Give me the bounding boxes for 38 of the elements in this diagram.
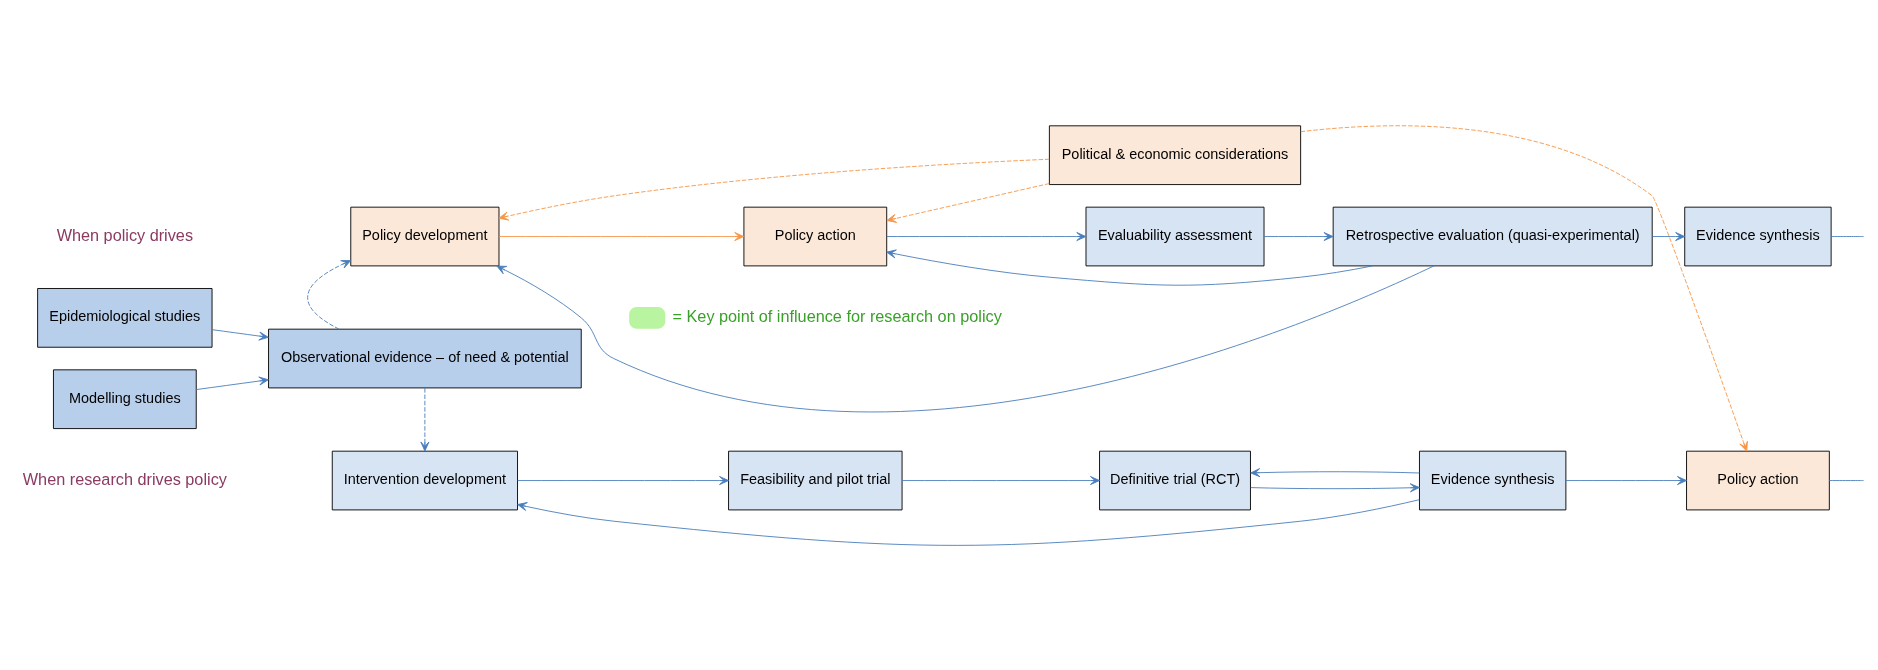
node-box: Intervention development [331, 450, 518, 510]
node-box: Policy action [1686, 450, 1830, 510]
arrow [517, 498, 1420, 546]
arrow [886, 182, 1050, 223]
arrow [1300, 124, 1748, 452]
node-box: Epidemiological studies [37, 287, 213, 348]
arrow [211, 328, 269, 341]
node-box: Evaluability assessment [1085, 206, 1265, 266]
arrow [420, 387, 430, 451]
node-box: Modelling studies [53, 368, 197, 429]
node-box: Feasibility and pilot trial [728, 450, 903, 510]
arrow [901, 475, 1100, 485]
node-box: Definitive trial (RCT) [1099, 450, 1251, 510]
arrow [496, 264, 1435, 412]
arrow [1250, 482, 1420, 492]
arrow [1263, 231, 1334, 241]
arrow [517, 475, 729, 485]
arrow [1652, 231, 1686, 241]
connector [1828, 479, 1865, 481]
node-box: Evidence synthesis [1684, 206, 1832, 266]
arrow [886, 231, 1087, 241]
node-box: Policy development [350, 206, 500, 266]
arrow [498, 231, 745, 241]
connector [1830, 235, 1865, 237]
node-box: Political & economic considerations [1048, 124, 1302, 185]
arrow [886, 248, 1374, 286]
arrow [1565, 475, 1687, 485]
arrow [498, 158, 1050, 221]
label: When research drives policy [22, 469, 227, 488]
node-box: Policy action [743, 206, 888, 266]
label: When policy drives [56, 225, 194, 244]
node-box: Retrospective evaluation (quasi-experimental) [1332, 206, 1653, 266]
node-box: Evidence synthesis [1419, 450, 1567, 510]
arrow [195, 376, 269, 390]
arrow [1250, 467, 1420, 477]
legend-label: = Key point of influence for research on policy [672, 306, 1002, 325]
node-box: Observational evidence – of need & potential [268, 328, 582, 388]
arrow [307, 259, 352, 330]
